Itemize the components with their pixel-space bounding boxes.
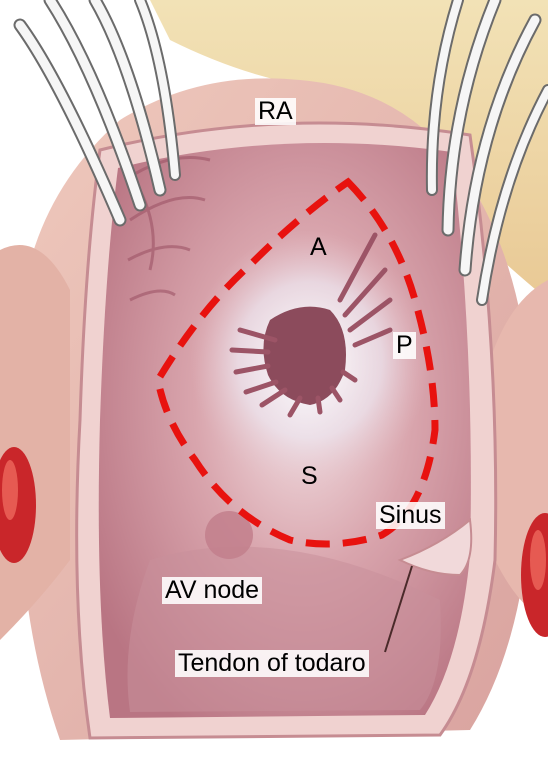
label-s: S xyxy=(298,463,321,490)
label-tendon-of-todaro: Tendon of todaro xyxy=(175,650,369,677)
label-ra: RA xyxy=(255,98,296,125)
label-a: A xyxy=(307,234,330,261)
label-p: P xyxy=(393,332,416,359)
left-vessel-highlight xyxy=(2,460,18,520)
label-sinus: Sinus xyxy=(376,502,445,529)
right-vessel-highlight xyxy=(530,530,546,590)
label-av-node: AV node xyxy=(162,577,262,604)
